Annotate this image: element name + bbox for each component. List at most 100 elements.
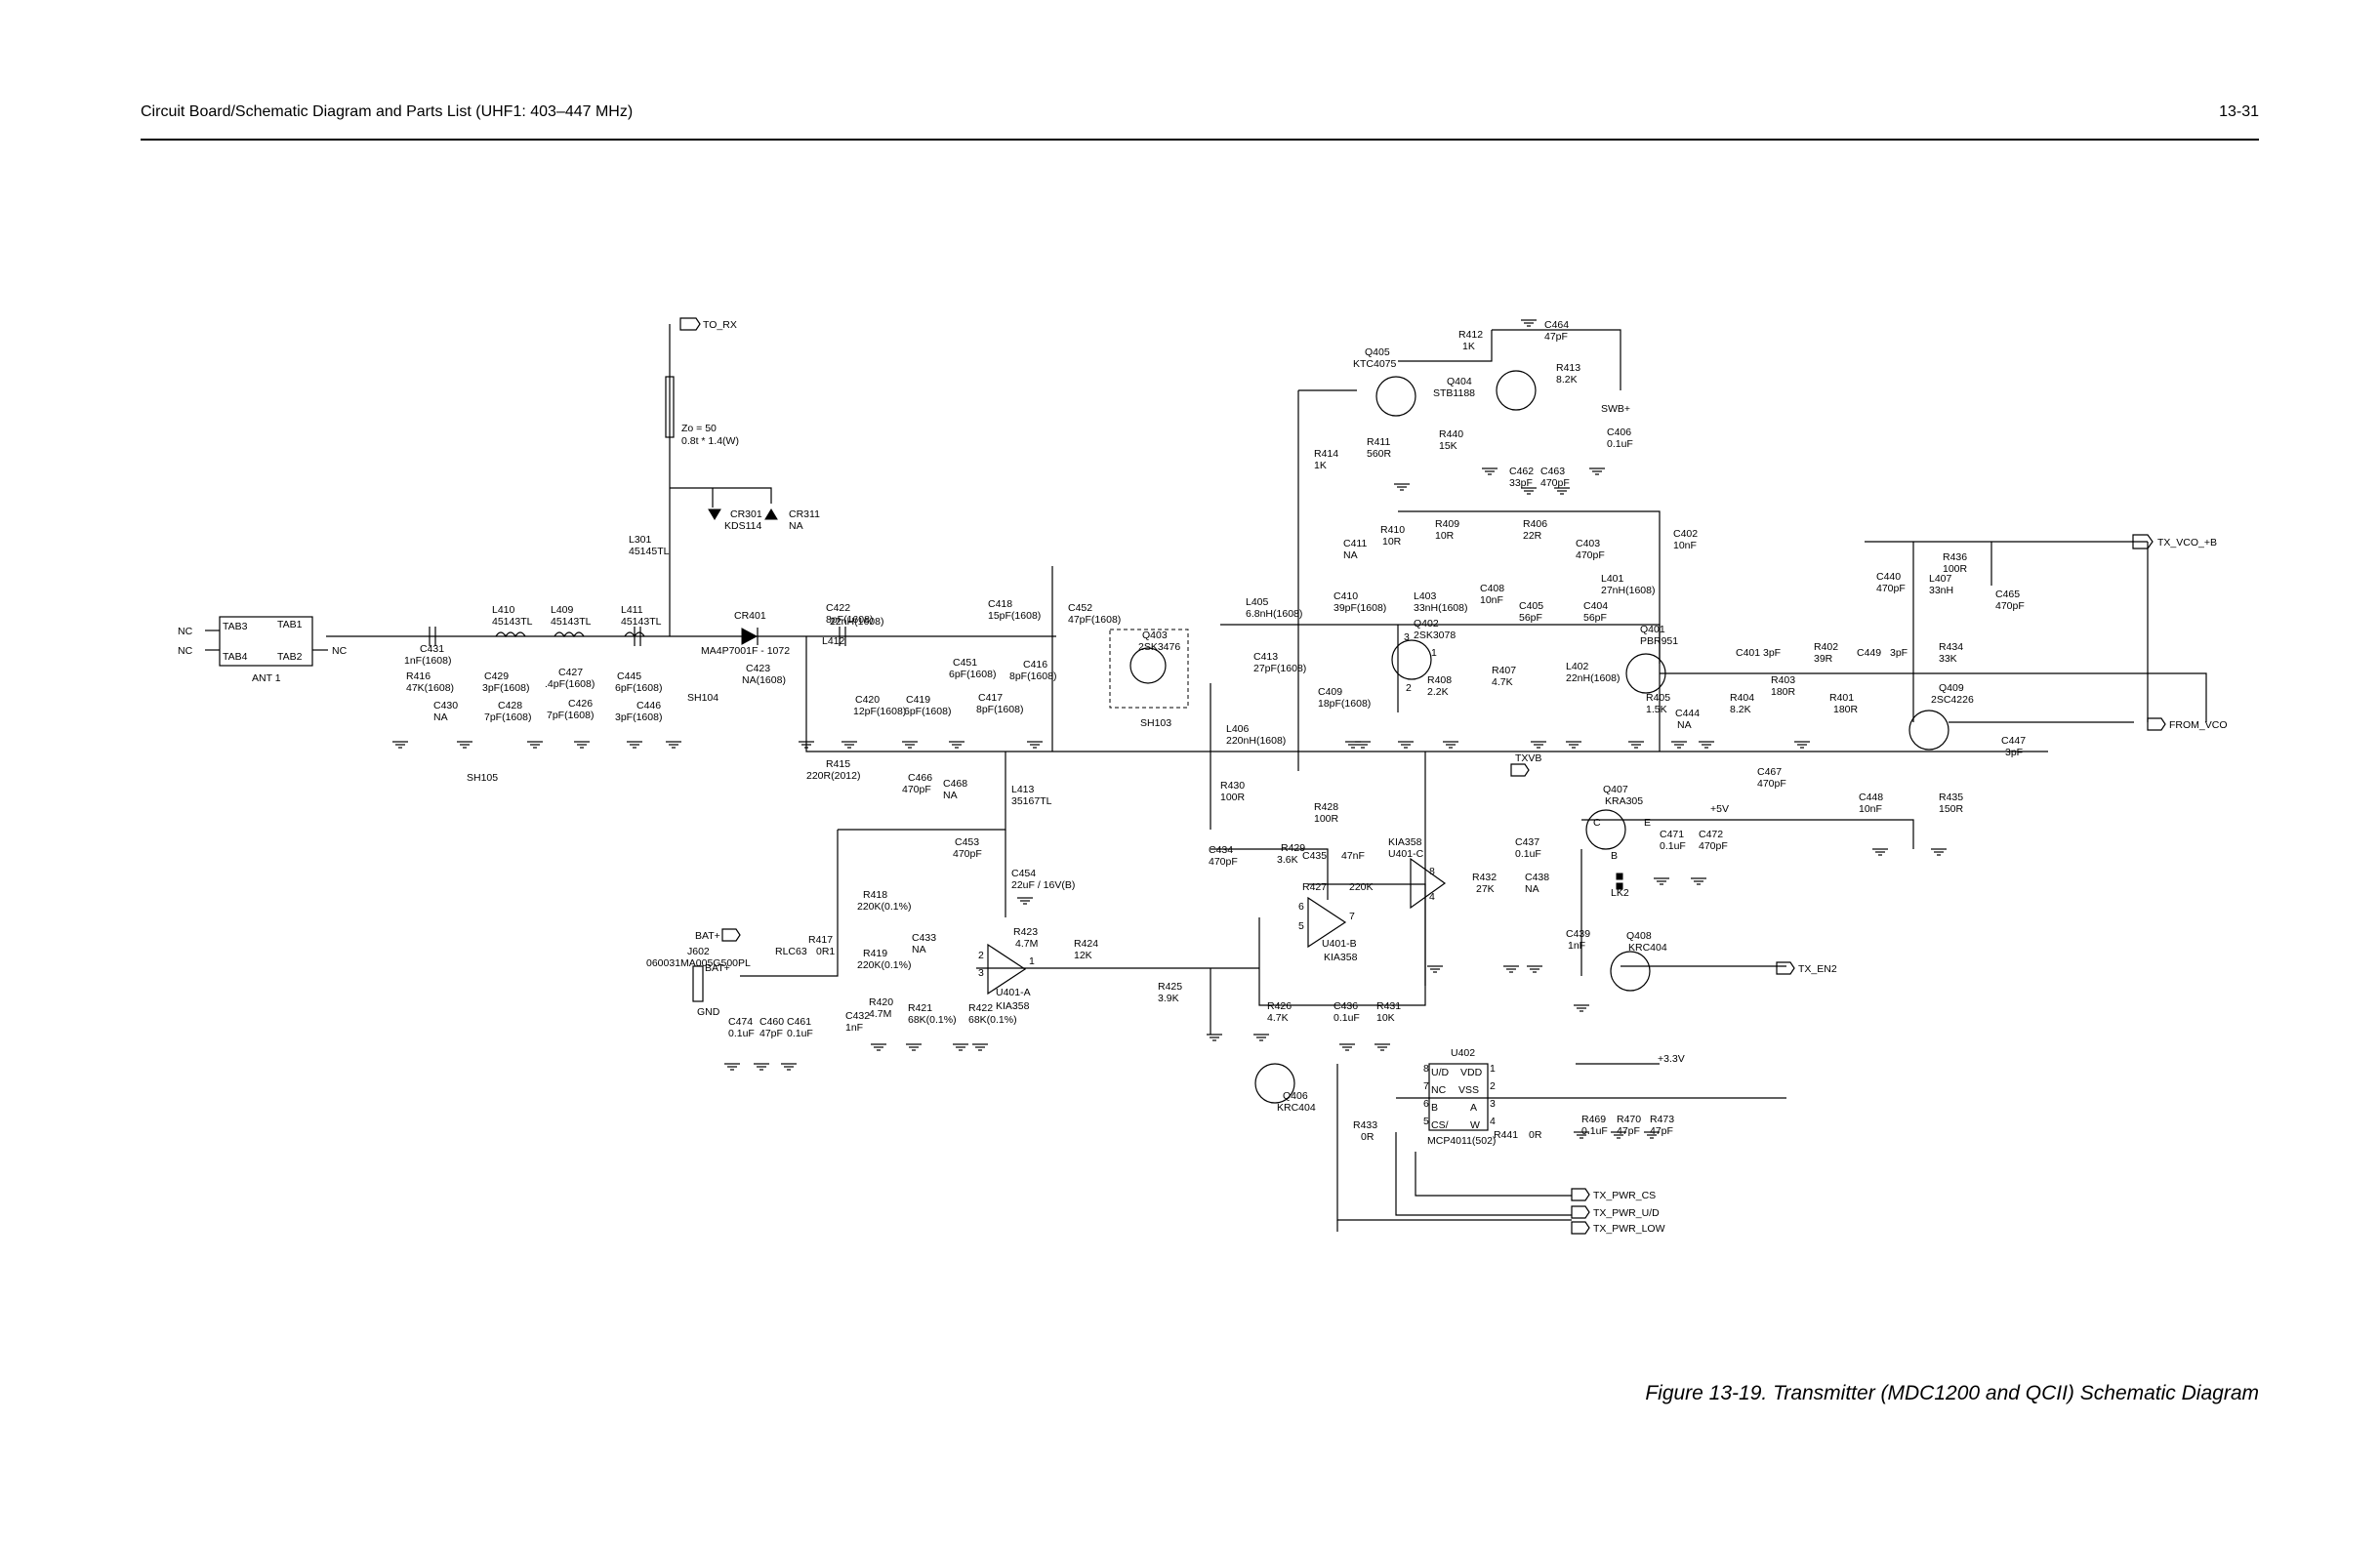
component-label-c416: C416 bbox=[1023, 659, 1047, 670]
port-from-vco: FROM_VCO bbox=[2169, 719, 2228, 731]
component-label-c446: C446 bbox=[636, 700, 661, 711]
component-labels: C4311nF(1608)R41647K(1608)C430NAL4104514… bbox=[404, 319, 2026, 1147]
component-label-l402v: 22nH(1608) bbox=[1566, 672, 1620, 684]
component-label-c413v: 27pF(1608) bbox=[1253, 663, 1306, 674]
figure-caption: Figure 13-19. Transmitter (MDC1200 and Q… bbox=[1645, 1382, 2259, 1404]
component-label-c419v: 6pF(1608) bbox=[904, 706, 951, 717]
component-label-l409: L409 bbox=[551, 604, 574, 616]
component-label-r440v: 15K bbox=[1439, 440, 1457, 452]
component-label-l410: L410 bbox=[492, 604, 515, 616]
page-number: 13-31 bbox=[2219, 103, 2259, 120]
component-label-c445: C445 bbox=[617, 670, 641, 682]
component-label-q404v: STB1188 bbox=[1433, 387, 1475, 399]
component-label-r407: R407 bbox=[1492, 665, 1516, 676]
u401b-opamp bbox=[1307, 896, 1347, 949]
component-label-c430: C430 bbox=[433, 700, 458, 711]
component-label-u402: U402 bbox=[1451, 1047, 1475, 1059]
component-label-r435: R435 bbox=[1939, 792, 1963, 803]
component-label-u402p8: 8 bbox=[1423, 1063, 1429, 1075]
component-label-c411: C411 bbox=[1343, 538, 1367, 549]
component-label-c449v: 3pF bbox=[1890, 647, 1908, 659]
component-label-c445v: 6pF(1608) bbox=[615, 682, 662, 694]
component-label-cr311v: NA bbox=[789, 520, 803, 532]
component-label-l406v: 220nH(1608) bbox=[1226, 735, 1286, 747]
q408-transistor bbox=[1610, 951, 1651, 992]
component-label-r470v: 47pF bbox=[1617, 1125, 1640, 1137]
component-label-c437: C437 bbox=[1515, 836, 1539, 848]
component-label-c416v: 8pF(1608) bbox=[1009, 670, 1056, 682]
u401c-opamp bbox=[1410, 857, 1447, 910]
component-label-q402p3: 3 bbox=[1404, 631, 1410, 643]
component-label-q407: Q407 bbox=[1603, 784, 1628, 795]
component-label-r421: R421 bbox=[908, 1002, 932, 1014]
component-label-r473v: 47pF bbox=[1650, 1125, 1673, 1137]
component-label-r436v: 100R bbox=[1943, 563, 1968, 575]
page-header-title: Circuit Board/Schematic Diagram and Part… bbox=[141, 103, 634, 120]
component-label-c406: C406 bbox=[1607, 427, 1631, 438]
port-gnd: GND bbox=[697, 1006, 720, 1018]
component-label-c430v: NA bbox=[433, 711, 448, 723]
component-label-q402p1: 1 bbox=[1431, 647, 1437, 659]
component-label-ubp6: 6 bbox=[1298, 901, 1304, 913]
component-label-c451v: 6pF(1608) bbox=[949, 669, 996, 680]
component-label-r404v: 8.2K bbox=[1730, 704, 1751, 715]
component-label-c417: C417 bbox=[978, 692, 1003, 704]
component-label-u401av: KIA358 bbox=[996, 1000, 1030, 1012]
component-label-c468: C468 bbox=[943, 778, 967, 790]
component-label-q403v: 2SK3476 bbox=[1138, 641, 1180, 653]
component-label-l405v: 6.8nH(1608) bbox=[1246, 608, 1302, 620]
component-label-c439: C439 bbox=[1566, 928, 1590, 940]
ant-nc-right: NC bbox=[332, 645, 348, 657]
component-label-r431: R431 bbox=[1376, 1000, 1401, 1012]
component-label-c448: C448 bbox=[1859, 792, 1883, 803]
component-label-c463v: 470pF bbox=[1540, 477, 1570, 489]
component-label-c429v: 3pF(1608) bbox=[482, 682, 529, 694]
component-label-u402nc: NC bbox=[1431, 1084, 1447, 1096]
component-label-r410v: 10R bbox=[1382, 536, 1402, 548]
header-rule bbox=[141, 139, 2259, 141]
component-label-c422: C422 bbox=[826, 602, 850, 614]
component-label-q408v: KRC404 bbox=[1628, 942, 1667, 954]
component-label-c462: C462 bbox=[1509, 466, 1534, 477]
component-label-c466: C466 bbox=[908, 772, 932, 784]
component-label-l409v: 45143TL bbox=[551, 616, 592, 628]
component-label-r405: R405 bbox=[1646, 692, 1670, 704]
component-label-r441: R441 bbox=[1494, 1129, 1518, 1141]
component-label-cr401v: MA4P7001F - 1072 bbox=[701, 645, 790, 657]
component-label-r417v: 0R1 bbox=[816, 946, 835, 957]
component-label-c405v: 56pF bbox=[1519, 612, 1542, 624]
component-label-c403: C403 bbox=[1576, 538, 1600, 549]
component-label-c471: C471 bbox=[1660, 829, 1684, 840]
component-label-c401v: 3pF bbox=[1763, 647, 1781, 659]
component-label-r427v: 220K bbox=[1349, 881, 1374, 893]
component-label-j602: J602 bbox=[687, 946, 710, 957]
component-label-u402p4: 4 bbox=[1490, 1116, 1496, 1127]
component-label-j602v: 060031MA005G500PL bbox=[646, 957, 751, 969]
component-label-r401: R401 bbox=[1829, 692, 1854, 704]
component-label-cr301v: KDS114 bbox=[724, 520, 761, 532]
component-label-lk2: LK2 bbox=[1611, 887, 1629, 899]
j602-connector bbox=[692, 965, 704, 1002]
component-label-c403v: 470pF bbox=[1576, 549, 1605, 561]
component-label-u402p7: 7 bbox=[1423, 1080, 1429, 1092]
component-label-c460v: 47pF bbox=[759, 1028, 783, 1039]
component-label-c472v: 470pF bbox=[1699, 840, 1728, 852]
port-tx-vco-b: TX_VCO_+B bbox=[2157, 537, 2217, 549]
component-label-l403: L403 bbox=[1414, 590, 1437, 602]
component-label-r420v: 4.7M bbox=[869, 1008, 891, 1020]
component-label-c413: C413 bbox=[1253, 651, 1278, 663]
component-label-r414: R414 bbox=[1314, 448, 1338, 460]
component-label-r415: R415 bbox=[826, 758, 850, 770]
component-label-r423v: 4.7M bbox=[1015, 938, 1038, 950]
component-label-r470: R470 bbox=[1617, 1114, 1641, 1125]
port-plus5v: +5V bbox=[1710, 803, 1729, 815]
component-label-sh104: SH104 bbox=[687, 692, 718, 704]
component-label-c449: C449 bbox=[1857, 647, 1881, 659]
port-plus33v: +3.3V bbox=[1658, 1053, 1685, 1065]
component-label-c437v: 0.1uF bbox=[1515, 848, 1541, 860]
component-label-c444v: NA bbox=[1677, 719, 1692, 731]
ant-tab1: TAB1 bbox=[277, 619, 303, 630]
component-label-r473: R473 bbox=[1650, 1114, 1674, 1125]
component-label-ucp8: 8 bbox=[1429, 866, 1435, 877]
component-label-q405: Q405 bbox=[1365, 346, 1390, 358]
